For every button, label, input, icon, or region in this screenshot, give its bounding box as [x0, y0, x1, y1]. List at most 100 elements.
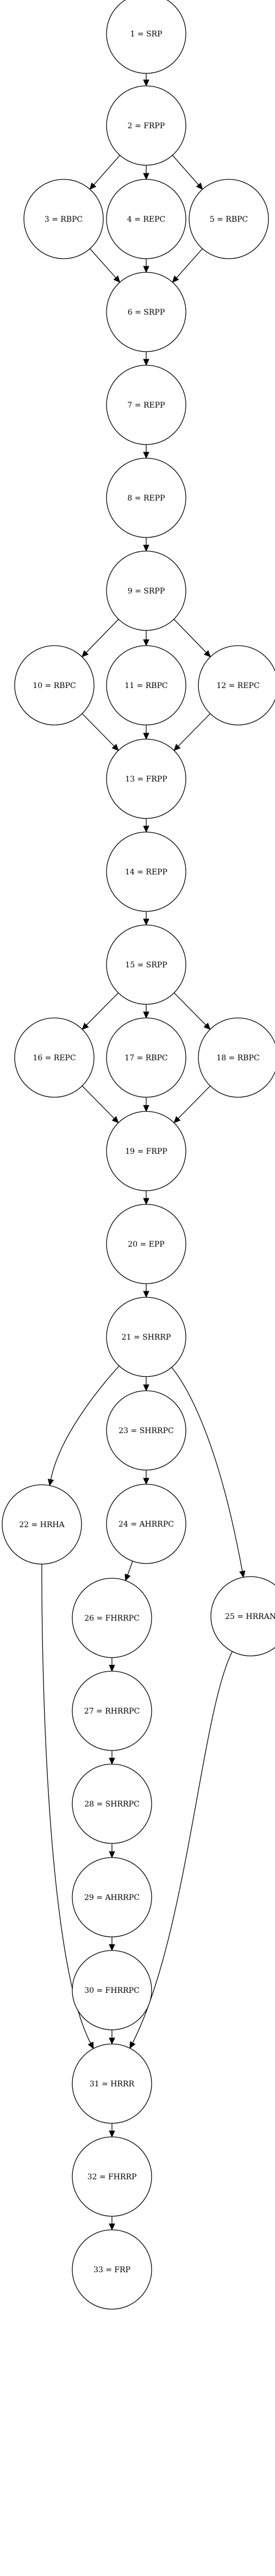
- node-3: 3 = RBPC: [23, 179, 104, 259]
- node-label: 33 = FRP: [93, 2266, 130, 2274]
- node-17: 17 = RBPC: [106, 1017, 186, 1098]
- edge-line: [173, 618, 207, 653]
- node-label: 2 = FRPP: [128, 122, 165, 130]
- node-19: 19 = FRPP: [106, 1111, 186, 1191]
- edge-7-8: [143, 445, 149, 459]
- node-2: 2 = FRPP: [106, 85, 186, 166]
- arrowhead: [82, 650, 89, 658]
- edges-layer: [41, 73, 246, 2231]
- node-label: 3 = RBPC: [45, 215, 83, 224]
- arrowhead: [143, 918, 149, 926]
- edge-21-23: [143, 1377, 149, 1392]
- node-23: 23 = SHRRPC: [106, 1390, 186, 1471]
- edge-15-16: [82, 992, 119, 1030]
- edge-20-21: [143, 1284, 149, 1298]
- arrowhead: [82, 1022, 89, 1030]
- node-circle: [210, 1576, 275, 1656]
- arrowhead: [143, 1198, 149, 1205]
- node-28: 28 = SHRRPC: [72, 1764, 152, 1844]
- node-label: 25 = HRRAN: [225, 1612, 275, 1621]
- edge-26-27: [109, 1658, 115, 1672]
- node-label: 18 = RBPC: [216, 1054, 259, 1062]
- node-label: 31 = HRRR: [90, 2080, 135, 2089]
- arrowhead: [143, 639, 149, 647]
- arrowhead: [143, 1291, 149, 1298]
- edge-10-13: [82, 713, 119, 751]
- arrowhead: [109, 2130, 115, 2138]
- edge-25-31: [129, 1651, 233, 2049]
- node-label: 24 = AHRRPC: [118, 1520, 174, 1529]
- arrowhead: [143, 1011, 149, 1019]
- node-label: 10 = RBPC: [33, 681, 76, 690]
- node-label: 27 = RHRRPC: [84, 1707, 140, 1716]
- arrowhead: [109, 1851, 115, 1859]
- node-13: 13 = FRPP: [106, 739, 186, 819]
- edge-13-14: [143, 818, 149, 833]
- node-label: 7 = REPP: [127, 401, 165, 410]
- node-7: 7 = REPP: [106, 365, 186, 445]
- node-circle: [106, 645, 186, 726]
- edge-9-12: [173, 618, 211, 658]
- node-12: 12 = REPC: [198, 645, 275, 726]
- arrowhead: [172, 276, 179, 283]
- node-circle: [72, 2229, 152, 2310]
- node-label: 29 = AHRRPC: [84, 1893, 140, 1902]
- node-circle: [72, 1764, 152, 1844]
- edge-line: [82, 1085, 115, 1119]
- node-9: 9 = SRPP: [106, 551, 186, 631]
- edge-23-24: [143, 1470, 149, 1485]
- arrowhead: [47, 1479, 54, 1486]
- edge-line: [171, 1367, 243, 1572]
- node-label: 20 = EPP: [128, 1240, 165, 1249]
- edge-21-22: [47, 1366, 120, 1486]
- arrowhead: [143, 826, 149, 833]
- edge-15-17: [143, 1004, 149, 1019]
- arrowhead: [143, 1105, 149, 1112]
- node-1: 1 = SRP: [106, 0, 186, 74]
- node-32: 32 = FHRRP: [72, 2136, 152, 2217]
- edge-31-32: [109, 2123, 115, 2138]
- node-circle: [106, 1297, 186, 1377]
- edge-18-19: [173, 1085, 211, 1123]
- node-15: 15 = SRPP: [106, 924, 186, 1005]
- arrowhead: [143, 173, 149, 180]
- arrowhead: [143, 266, 149, 273]
- node-5: 5 = RBPC: [189, 179, 269, 259]
- node-label: 5 = RBPC: [210, 215, 248, 224]
- node-circle: [2, 1484, 82, 1565]
- node-circle: [106, 739, 186, 819]
- node-circle: [106, 0, 186, 74]
- arrowhead: [109, 1665, 115, 1672]
- node-circle: [106, 272, 186, 352]
- node-circle: [106, 85, 186, 166]
- edge-17-19: [143, 1097, 149, 1112]
- node-22: 22 = HRHA: [2, 1484, 82, 1565]
- node-label: 26 = FHRRPC: [84, 1614, 140, 1623]
- node-label: 4 = REPC: [127, 215, 165, 224]
- edge-30-31: [109, 2030, 115, 2045]
- edge-12-13: [173, 713, 211, 751]
- node-label: 14 = REPP: [125, 868, 167, 877]
- node-circle: [198, 645, 275, 726]
- edge-line: [178, 713, 211, 747]
- node-label: 32 = FHRRP: [88, 2173, 137, 2181]
- edge-15-18: [173, 992, 211, 1030]
- node-circle: [72, 1950, 152, 2030]
- node-label: 28 = SHRRPC: [84, 1800, 139, 1809]
- edge-2-3: [89, 155, 121, 190]
- arrowhead: [129, 2041, 136, 2049]
- node-circle: [106, 1204, 186, 1284]
- edge-28-29: [109, 1843, 115, 1859]
- arrowhead: [196, 182, 203, 190]
- edge-19-20: [143, 1191, 149, 1205]
- arrowhead: [109, 1944, 115, 1952]
- edge-line: [172, 155, 199, 185]
- node-label: 11 = RBPC: [124, 681, 167, 690]
- node-label: 12 = REPC: [216, 681, 259, 690]
- node-label: 8 = REPP: [127, 494, 165, 503]
- node-20: 20 = EPP: [106, 1204, 186, 1284]
- node-10: 10 = RBPC: [14, 645, 95, 726]
- edge-line: [173, 992, 207, 1026]
- edge-4-6: [143, 259, 149, 273]
